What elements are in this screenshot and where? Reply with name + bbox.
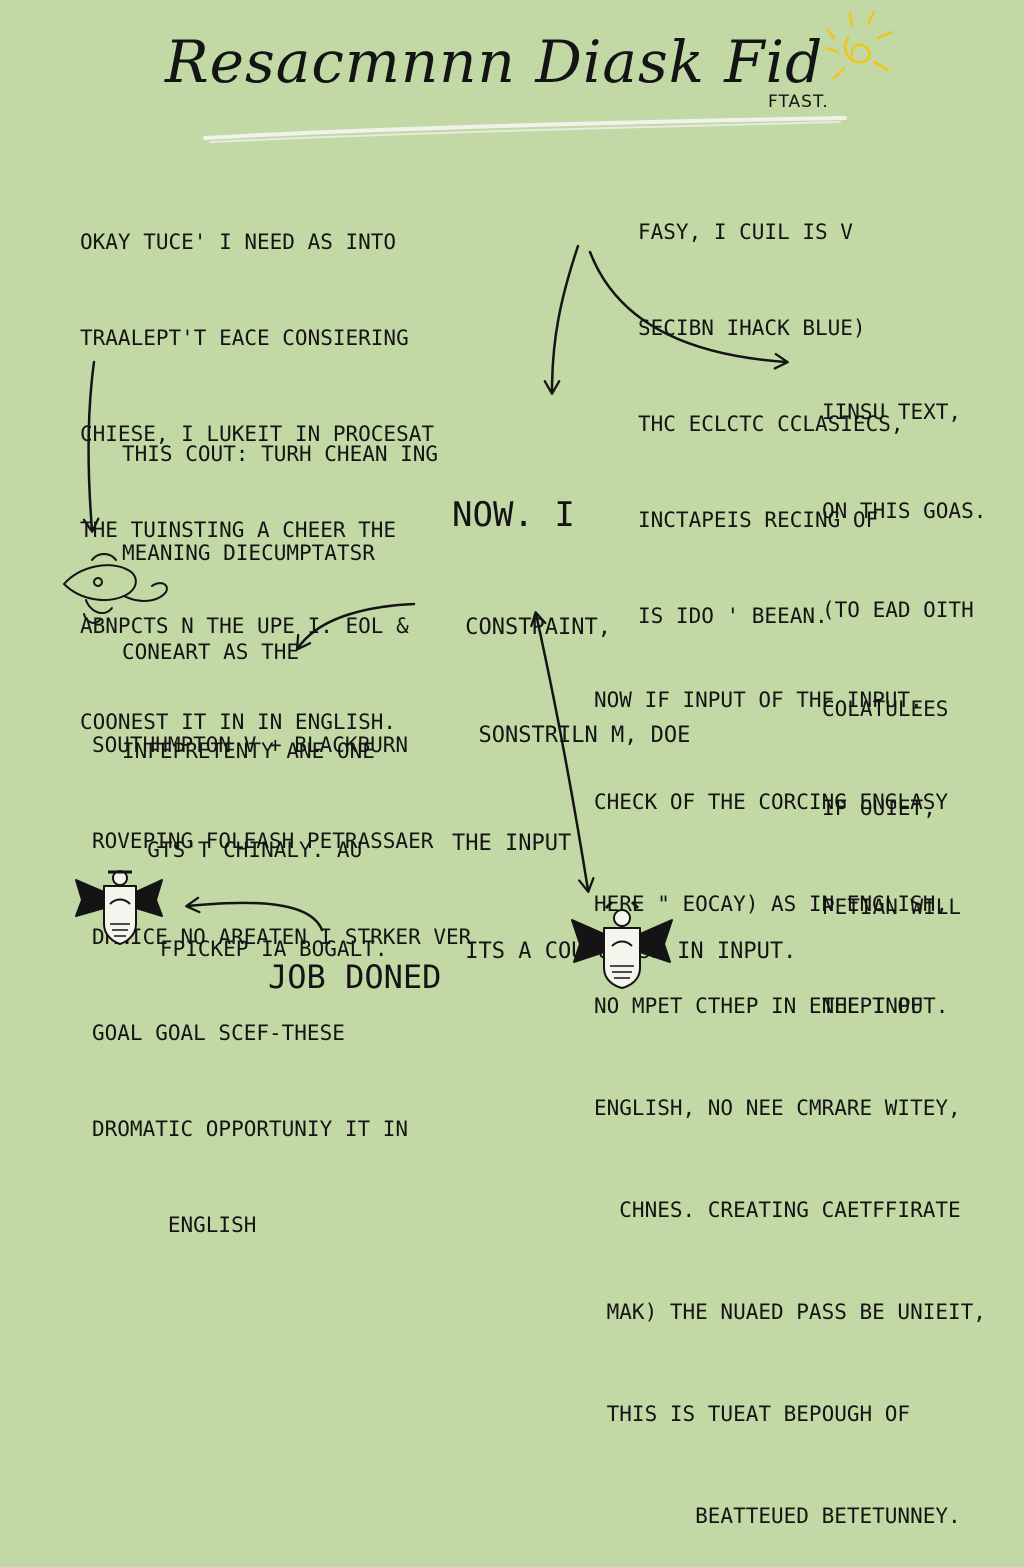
arrow-to-right-note <box>588 250 789 370</box>
note-line: THIS COUT: TURH CHEAN ING <box>122 442 439 466</box>
hat-doodle-icon <box>62 553 168 624</box>
note-line: ENGLISH, NO NEE CMRARE WITEY, <box>594 1096 961 1120</box>
note-line: COONEST IT IN IN ENGLISH. <box>80 710 397 734</box>
note-line: INCTAPEIS RECING OF <box>638 508 879 532</box>
note-line: FPICKEP IA BOGALT. <box>122 937 388 961</box>
winged-crest-icon <box>571 900 673 989</box>
note-line: CONEART AS THE <box>122 640 300 664</box>
note-line: DRNICE NO AREATEN I STRKER VER <box>92 925 472 949</box>
job-done-label: JOB DONED <box>268 958 442 996</box>
note-line: THE TUINSTING A CHEER THE <box>80 518 397 542</box>
note-line: CHIESE, I LUKEIT IN PROCESAT <box>80 422 435 446</box>
page-title: Resacmnnn Diask Fid <box>165 28 824 96</box>
note-line: IINSU TEXT, <box>822 400 962 424</box>
note-line: GTS'T CHINALY. AU <box>122 838 363 862</box>
note-line: ENGLISH <box>92 1213 257 1237</box>
note-line: IF OUIET, <box>822 796 936 820</box>
note-line: NOW IF INPUT OF THE INPUT. <box>594 688 923 712</box>
note-line: CHNES. CREATING CAETFFIRATE <box>594 1198 961 1222</box>
note-line: MAK) THE NUAED PASS BE UNIEIT, <box>594 1300 986 1324</box>
title-underline <box>203 116 847 140</box>
winged-crest-icon <box>75 870 163 945</box>
note-line: IS IDO ' BEEAN. <box>638 604 828 628</box>
note-line: ABNPCTS N THE UPE I. EOL & <box>80 614 409 638</box>
page-subtitle: FTAST. <box>768 92 829 112</box>
note-line: THE INPUT. <box>822 994 949 1018</box>
note-line: SOUTHHMPTON V + BLACKBURN <box>92 733 409 757</box>
note-line: PETIAN WILL <box>822 895 962 919</box>
note-top-left: OKAY TUCE' I NEED AS INTO TRAALEPT'T EAC… <box>80 162 434 770</box>
arrow-to-center-left <box>543 244 580 395</box>
note-line: OKAY TUCE' I NEED AS INTO <box>80 230 397 254</box>
arrow-to-left-crest <box>185 896 324 932</box>
note-line: INFEPRETENTY ANE ONE <box>122 739 375 763</box>
note-line: NO MPET CTHEP IN ENEEPT OF <box>594 994 923 1018</box>
note-line: BEATTEUED BETETUNNEY. <box>594 1504 961 1528</box>
note-line: MEANING DIECUMPTATSR <box>122 541 375 565</box>
note-line: NOW. I <box>452 495 575 535</box>
note-middle-left: THIS COUT: TURH CHEAN ING MEANING DIECUM… <box>122 372 438 999</box>
note-right: IINSU TEXT, ON THIS GOAS. (TO EAD OITH C… <box>822 330 986 1056</box>
diagram-overlay <box>62 10 894 989</box>
note-line: COLATULEES <box>822 697 949 721</box>
note-line: THIS IS TUEAT BEPOUGH OF <box>594 1402 911 1426</box>
note-line: CHECK OF THE CORCING ENGLASY <box>594 790 949 814</box>
note-line: FASY, I CUIL IS V <box>638 220 853 244</box>
note-line: SECIBN IHACK BLUE) <box>638 316 866 340</box>
note-top-right: FASY, I CUIL IS V SECIBN IHACK BLUE) THC… <box>638 152 904 664</box>
note-line: DROMATIC OPPORTUNIY IT IN <box>92 1117 409 1141</box>
note-line: HERE " EOCAY) AS IN ENGLISH, <box>594 892 949 916</box>
sun-doodle-icon <box>824 10 894 80</box>
title-underline-shadow <box>209 121 841 143</box>
note-line: THC ECLCTC CCLASIECS, <box>638 412 904 436</box>
note-line: TRAALEPT'T EACE CONSIERING <box>80 326 409 350</box>
arrow-to-bottom-left <box>295 602 416 651</box>
note-line: ON THIS GOAS. <box>822 499 987 523</box>
arrow-left-down <box>82 360 100 533</box>
note-line: ROVEPING FOLEASH PETRASSAER <box>92 829 434 853</box>
note-line: (TO EAD OITH <box>822 598 974 622</box>
arrow-double-vertical <box>530 611 595 893</box>
